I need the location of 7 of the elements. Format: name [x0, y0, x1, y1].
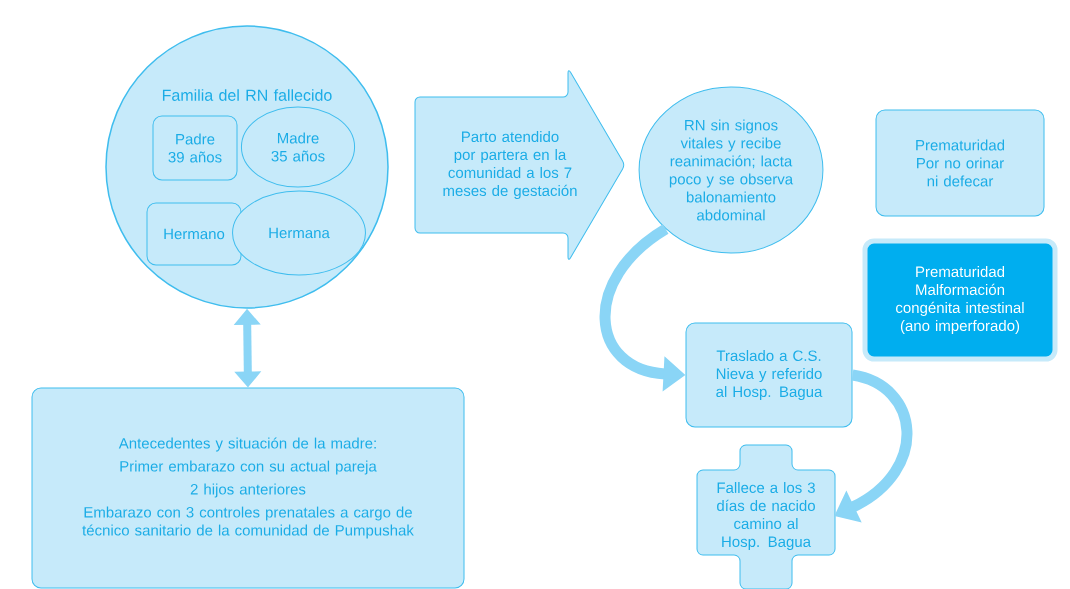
outcome-cross: Fallece a los 3 días de nacido camino al Hosp. Bagua	[696, 444, 836, 589]
diagnosis-box: Prematuridad Malformación congénita intestinal (ano imperforado)	[862, 238, 1058, 362]
person-box: Padre 39 años	[152, 115, 238, 181]
transfer-box: Traslado a C.S. Nieva y referido al Hosp. Bagua	[685, 322, 853, 428]
history-box: Antecedentes y situación de la madre: Primer embarazo con su actual pareja 2 hijos anteriores Embarazo con 3 controles prenatales a cargo de técnico sanitario de la comunidad de Pumpushak	[31, 387, 465, 589]
person-box: Hermano	[146, 202, 242, 266]
diagnosis-box: Prematuridad Por no orinar ni defecar	[875, 109, 1045, 217]
